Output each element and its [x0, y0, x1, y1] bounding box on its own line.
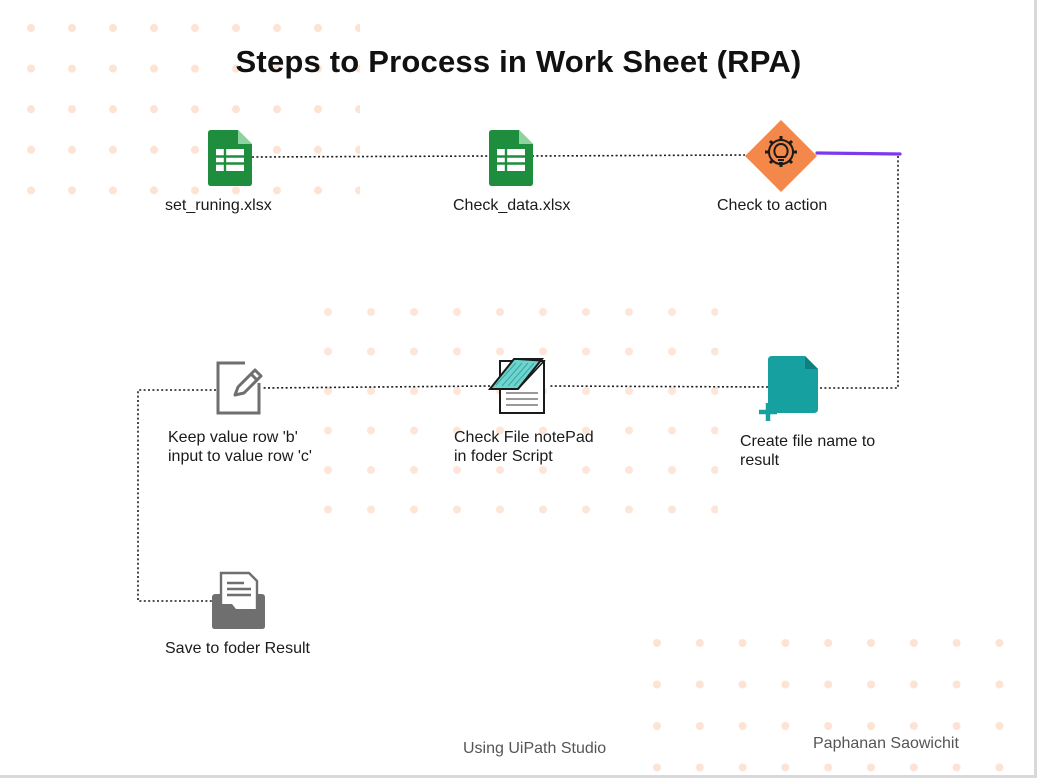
- label-line: Check File notePad: [454, 429, 594, 446]
- step-label-keep-value: Keep value row 'b' input to value row 'c…: [168, 428, 312, 466]
- connector-1-2: [251, 155, 491, 158]
- diagram-title: Steps to Process in Work Sheet (RPA): [235, 44, 802, 79]
- connector-2-3: [531, 154, 746, 157]
- label-line: set_runing.xlsx: [165, 197, 272, 214]
- bottom-edge-border: [0, 775, 1037, 778]
- label-line: Check to action: [717, 197, 828, 214]
- label-line: Create file name to: [740, 433, 876, 450]
- notepad-icon: [488, 358, 546, 414]
- step-label-check-to-action: Check to action: [717, 196, 827, 215]
- label-line: Save to foder Result: [165, 640, 310, 657]
- background-dots-middle: [318, 302, 718, 527]
- label-line: input to value row 'c': [168, 448, 312, 465]
- folder-document-icon: [212, 571, 265, 629]
- step-label-create-file: Create file name to result: [740, 432, 875, 470]
- step-label-check-notepad: Check File notePad in foder Script: [454, 428, 594, 466]
- add-file-icon: [759, 356, 818, 421]
- step-label-save-result: Save to foder Result: [165, 639, 310, 658]
- right-edge-border: [1034, 0, 1037, 778]
- step-label-check-data: Check_data.xlsx: [453, 196, 570, 215]
- background-dots-top-left: [20, 18, 360, 208]
- edit-icon: [216, 361, 263, 415]
- label-line: Check_data.xlsx: [453, 197, 571, 214]
- step-label-set-runing: set_runing.xlsx: [165, 196, 272, 215]
- label-line: Keep value row 'b': [168, 429, 298, 446]
- label-line: result: [740, 452, 780, 469]
- spreadsheet-icon: [489, 130, 533, 186]
- label-line: in foder Script: [454, 448, 553, 465]
- connector-3-4: [818, 156, 899, 389]
- footer-tool-note: Using UiPath Studio: [463, 740, 607, 757]
- connector-6-7: [137, 389, 216, 602]
- spreadsheet-icon: [208, 130, 252, 186]
- connector-4-5: [547, 385, 769, 388]
- connector-5-6: [261, 385, 491, 389]
- lightbulb-gear-icon: [745, 120, 817, 192]
- footer-author: Paphanan Saowichit: [813, 735, 959, 752]
- background-dots-bottom-right: [645, 632, 1034, 775]
- accent-connector: [815, 151, 902, 156]
